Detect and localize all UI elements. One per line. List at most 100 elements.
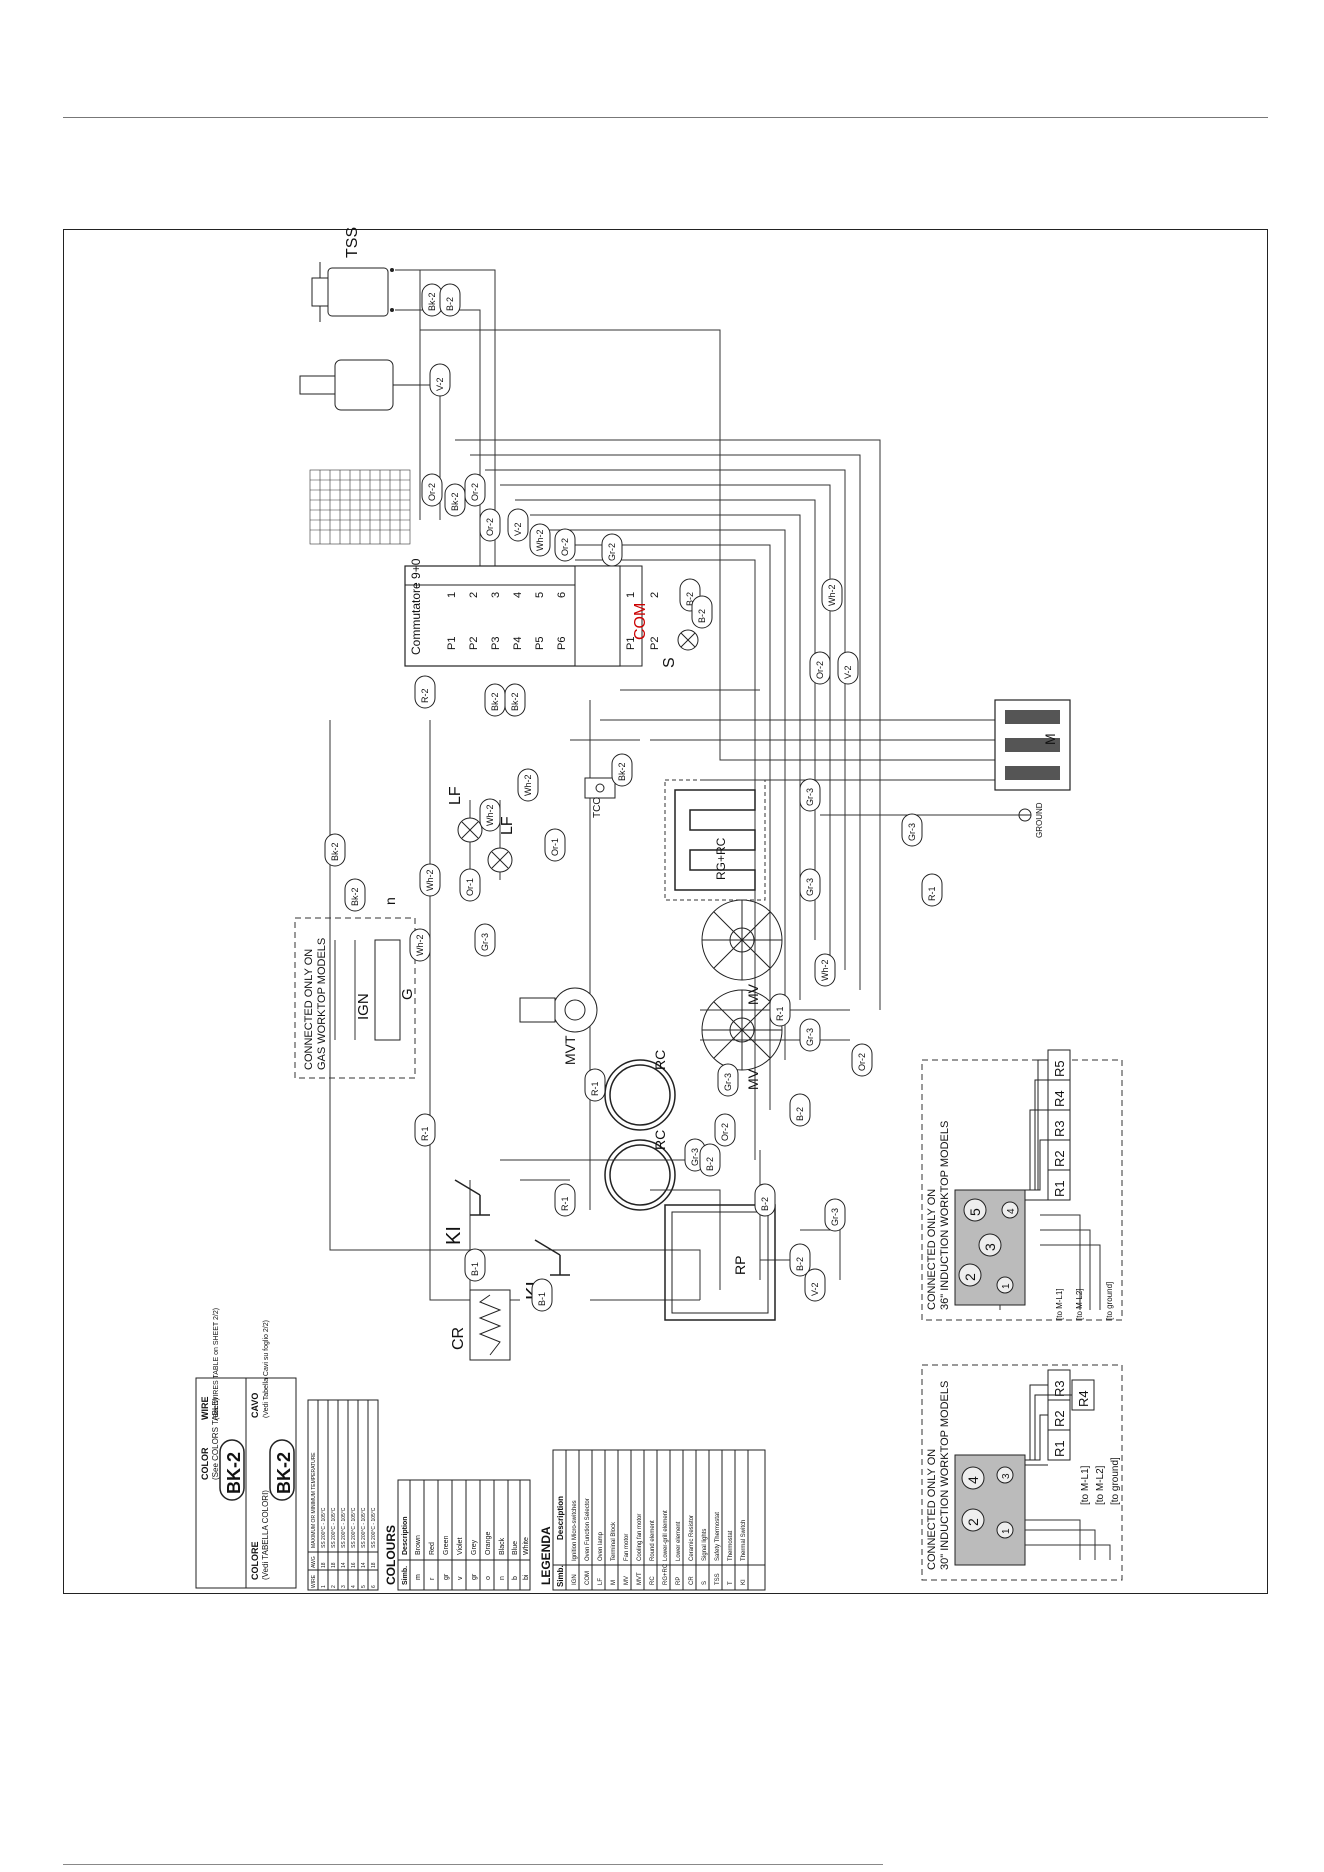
legenda-desc: Cooling fan motor bbox=[637, 1514, 643, 1561]
wire-tag: Or-2 bbox=[857, 1053, 867, 1071]
wire-bundle bbox=[329, 269, 1025, 1301]
header-rule bbox=[63, 117, 1268, 118]
wire-tag: Bk-2 bbox=[330, 842, 340, 861]
ind36-to-ground: [to ground] bbox=[1105, 1282, 1114, 1320]
legenda-desc: Thermal Switch bbox=[741, 1520, 747, 1561]
pin-p5: P5 bbox=[534, 637, 546, 650]
wire-tag: Gr-3 bbox=[805, 878, 815, 896]
ind30-resistors: R1 R2 R3 bbox=[1047, 1369, 1071, 1461]
wire-tag: B-2 bbox=[795, 1257, 805, 1271]
wires-r5-c2: 14 bbox=[361, 1562, 367, 1568]
wires-r5-c1: 5 bbox=[361, 1585, 367, 1588]
pin-p3: P3 bbox=[490, 637, 502, 650]
legenda-simb: COM bbox=[585, 1571, 591, 1585]
ind30-r3: R3 bbox=[1052, 1380, 1067, 1397]
wire-tag: Gr-3 bbox=[723, 1073, 733, 1091]
ind36-knob-1: 1 bbox=[1001, 1283, 1012, 1289]
legend-colore-sub: (Vedi TABELLA COLORI) bbox=[261, 1490, 270, 1580]
wires-r2-c2: 18 bbox=[331, 1562, 337, 1568]
ind30-r1: R1 bbox=[1052, 1440, 1067, 1457]
ind36-r4: R4 bbox=[1052, 1090, 1067, 1107]
n-label: n bbox=[382, 897, 398, 905]
mv-fans: MV MV bbox=[701, 899, 783, 1090]
wires-r3-c3: SS 200°C - 105°C bbox=[341, 1507, 347, 1548]
wire-tag: Wh-2 bbox=[415, 934, 425, 956]
ind36-knob-5: 5 bbox=[967, 1208, 983, 1216]
ground-symbol: GROUND bbox=[1018, 802, 1044, 838]
com-block: P1 1 P2 2 COM bbox=[574, 565, 661, 667]
tss-safety-thermostat: TSS bbox=[311, 227, 394, 322]
wire-tag: R-1 bbox=[775, 1006, 785, 1021]
wire-tag: Bk-2 bbox=[617, 762, 627, 781]
legenda-simb: T bbox=[728, 1581, 734, 1585]
wire-tag: B-2 bbox=[445, 297, 455, 311]
pin-6: 6 bbox=[556, 592, 568, 598]
gas-worktop-box: CONNECTED ONLY ON GAS WORKTOP MODELS IGN… bbox=[294, 897, 416, 1079]
wires-table: WIRE AWG MAXIMUM OR MINIMUM TEMPERATURE … bbox=[307, 1399, 379, 1591]
wire-tag: V-2 bbox=[513, 522, 523, 536]
terminal-block-m: M bbox=[994, 699, 1071, 791]
colour-simb: o bbox=[485, 1576, 492, 1580]
rp-label: RP bbox=[732, 1256, 748, 1275]
legenda-simb: RP bbox=[676, 1577, 682, 1585]
wire-tag: Gr-2 bbox=[607, 543, 617, 561]
wires-r6-c1: 6 bbox=[371, 1585, 377, 1588]
rc-label-1: RC bbox=[652, 1050, 668, 1070]
ind36-r3: R3 bbox=[1052, 1120, 1067, 1137]
wire-tag: R-1 bbox=[560, 1196, 570, 1211]
legenda-simb: RC bbox=[650, 1576, 656, 1585]
pin-p4: P4 bbox=[512, 637, 524, 650]
wire-tag: Wh-2 bbox=[523, 774, 533, 796]
legenda-simb: TSS bbox=[715, 1573, 721, 1585]
pin-2: 2 bbox=[468, 592, 480, 598]
wire-tag: B-2 bbox=[795, 1107, 805, 1121]
ki-switches: KI KI bbox=[443, 1179, 570, 1300]
mvt-fan: MVT bbox=[519, 987, 598, 1065]
thermostat bbox=[299, 359, 420, 411]
legend-color-sub: (See COLORS TABLE) bbox=[211, 1397, 220, 1480]
ign-label: IGN bbox=[355, 993, 372, 1020]
wire-tags: Bk-2 B-2 V-2 Or-2 Bk-2 Or-2 Or-2 V-2 Wh-… bbox=[324, 283, 943, 1312]
wire-tag: B-2 bbox=[760, 1197, 770, 1211]
pin-p1: P1 bbox=[446, 637, 458, 650]
pin-4: 4 bbox=[512, 592, 524, 598]
wire-tag: Bk-2 bbox=[350, 887, 360, 906]
ind30-line2: 30" INDUCTION WORKTOP MODELS bbox=[939, 1381, 951, 1570]
mvt-label: MVT bbox=[562, 1035, 578, 1065]
ind36-knob-3: 3 bbox=[982, 1243, 998, 1251]
g-label: G bbox=[399, 988, 416, 1000]
wire-tag: V-2 bbox=[435, 377, 445, 391]
wires-r1-c2: 18 bbox=[321, 1562, 327, 1568]
m-label: M bbox=[1042, 733, 1058, 745]
wire-tag: Gr-3 bbox=[830, 1208, 840, 1226]
legenda-desc: Safety Thermostat bbox=[715, 1512, 721, 1561]
wire-tag: Or-2 bbox=[485, 518, 495, 536]
tco-label: TCO bbox=[592, 797, 603, 818]
wire-tag: B-2 bbox=[705, 1157, 715, 1171]
legenda-h-desc: Description bbox=[556, 1496, 565, 1540]
legenda-desc: Fan motor bbox=[624, 1534, 630, 1561]
colour-simb: gr bbox=[471, 1573, 478, 1580]
legend-code-it: BK-2 bbox=[274, 1452, 294, 1494]
com-label: COM bbox=[632, 603, 649, 640]
wire-tag: V-2 bbox=[810, 1282, 820, 1296]
pin-3: 3 bbox=[490, 592, 502, 598]
legenda-simb: RG+RC bbox=[663, 1563, 669, 1585]
legenda-desc: Oven Function Selector bbox=[585, 1498, 591, 1561]
legend-wire-sub: (See WIRES TABLE on SHEET 2/2) bbox=[213, 1308, 220, 1420]
legenda-simb: MV bbox=[624, 1576, 630, 1585]
wire-tag: Or-1 bbox=[465, 878, 475, 896]
ind36-knob-2: 2 bbox=[962, 1273, 978, 1281]
wire-tag: R-1 bbox=[420, 1126, 430, 1141]
wire-tag: Wh-2 bbox=[827, 584, 837, 606]
ind36-r5: R5 bbox=[1052, 1060, 1067, 1077]
wires-r1-c3: SS 200°C - 105°C bbox=[321, 1507, 327, 1548]
legenda-simb: M bbox=[611, 1580, 617, 1585]
ind36-r2: R2 bbox=[1052, 1150, 1067, 1167]
rg-rc-element: RG+RC bbox=[664, 779, 766, 901]
wire-tag: Wh-2 bbox=[425, 869, 435, 891]
com-pin-2: 2 bbox=[649, 592, 661, 598]
ind36-to-ml2: [to M-L2] bbox=[1075, 1288, 1084, 1320]
wires-r4-c2: 16 bbox=[351, 1562, 357, 1568]
